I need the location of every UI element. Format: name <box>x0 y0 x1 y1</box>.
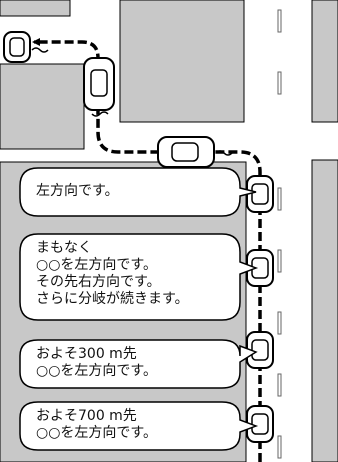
bubble-2-line-1: まもなく <box>36 240 92 256</box>
bubble-2-line-4: さらに分岐が続きます。 <box>36 291 189 307</box>
car-icon <box>246 249 274 287</box>
block-right-bottom <box>311 159 338 462</box>
bubble-4-line-2: ○○を左方向です。 <box>36 425 158 441</box>
bubble-2-line-2: ○○を左方向です。 <box>36 257 158 273</box>
car-icon <box>157 136 233 168</box>
bubble-3-line-2: ○○を左方向です。 <box>36 363 158 379</box>
car-icon <box>246 405 274 443</box>
speech-bubble-4 <box>19 401 259 451</box>
speech-bubble-3 <box>19 339 258 389</box>
speech-bubble-1 <box>19 167 257 217</box>
car-icon <box>246 331 274 369</box>
speech-bubble-2 <box>19 233 259 321</box>
bubble-3-line-1: およそ300 m先 <box>36 346 137 362</box>
block-right-top <box>311 0 338 123</box>
car-icon <box>83 57 115 117</box>
car-icon <box>246 175 274 213</box>
route-line <box>32 38 262 462</box>
block-top-center <box>119 0 245 123</box>
block-top-left <box>0 0 71 17</box>
bubble-2-line-3: その先右方向です。 <box>36 274 161 290</box>
bubble-1-line-1: 左方向です。 <box>36 183 119 199</box>
lane-markings <box>277 9 282 459</box>
block-left-middle <box>0 63 85 150</box>
car-icon <box>3 31 49 63</box>
bubble-4-line-1: およそ700 m先 <box>36 408 137 424</box>
